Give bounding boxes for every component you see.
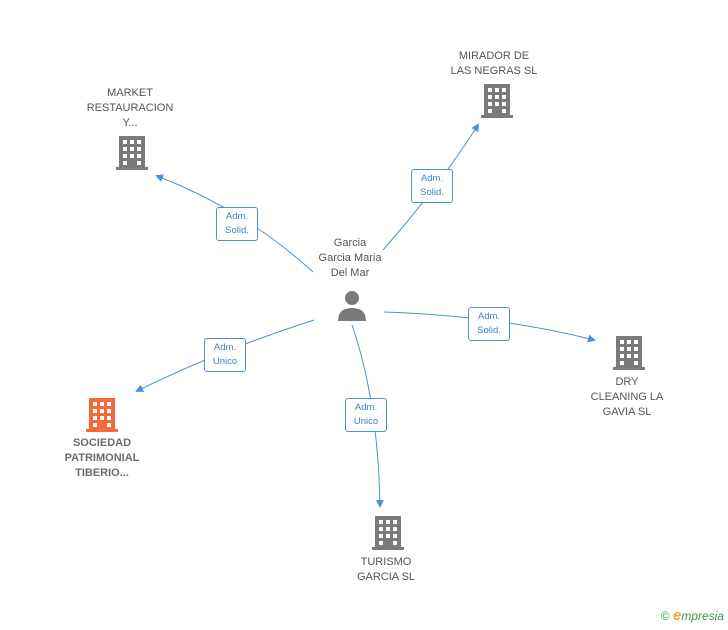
company-name-mirador[interactable]: MIRADOR DE LAS NEGRAS SL [450,50,538,77]
brand-name: mpresia [681,609,724,623]
building-icon[interactable] [116,136,148,170]
company-name-turismo[interactable]: TURISMO GARCIA SL [356,556,416,583]
building-icon[interactable] [613,336,645,370]
building-icon[interactable] [372,516,404,550]
company-name-sociedad[interactable]: SOCIEDAD PATRIMONIAL TIBERIO... [64,437,140,479]
building-icon[interactable] [86,398,118,432]
empresia-logo: © empresia [661,607,724,624]
person-icon[interactable] [336,289,368,323]
person-name: Garcia Garcia Maria Del Mar [318,237,382,279]
building-icon[interactable] [481,84,513,118]
relation-badge-dry[interactable]: Adm. Solid. [468,307,510,341]
relation-badge-mirador[interactable]: Adm. Solid. [411,169,453,203]
company-name-dry[interactable]: DRY CLEANING LA GAVIA SL [590,376,664,418]
brand-initial: e [672,607,682,624]
relation-badge-turismo[interactable]: Adm. Unico [345,398,387,432]
relation-badge-market[interactable]: Adm. Solid. [216,207,258,241]
company-name-market[interactable]: MARKET RESTAURACION Y... [86,87,174,129]
relation-badge-sociedad[interactable]: Adm. Unico [204,338,246,372]
copyright-symbol: © [660,609,670,623]
